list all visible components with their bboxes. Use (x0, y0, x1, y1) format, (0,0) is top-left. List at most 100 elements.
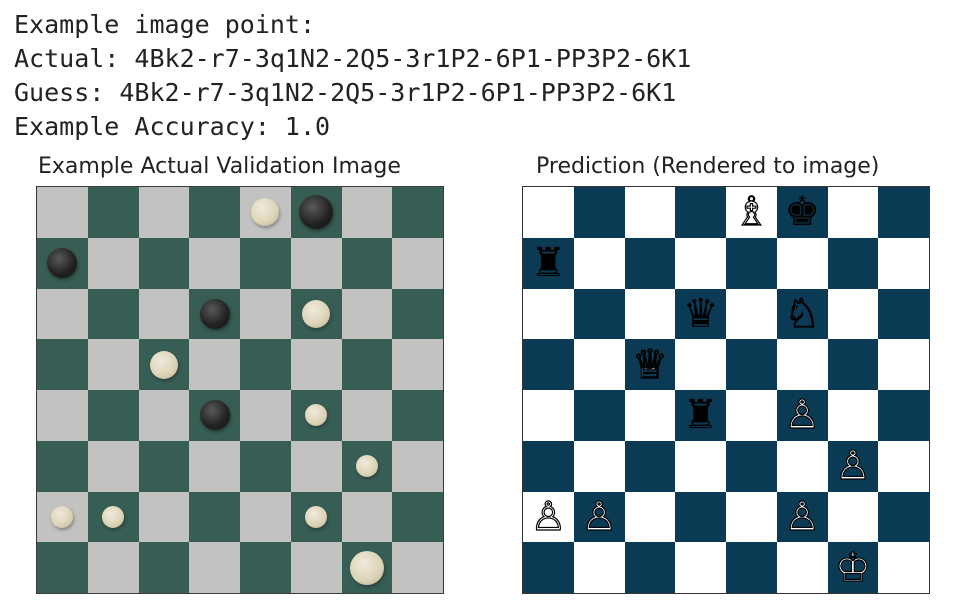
photo-white-pawn-icon (51, 505, 74, 528)
left-panel-title: Example Actual Validation Image (38, 154, 401, 179)
photo-square (189, 440, 240, 492)
prediction-square (523, 440, 574, 492)
photo-square (341, 542, 393, 593)
photo-square (87, 390, 139, 441)
photo-square (290, 390, 342, 441)
white-queen-icon: ♕ (631, 341, 668, 388)
prediction-square (878, 288, 929, 340)
photo-square (138, 237, 190, 289)
prediction-square: ♜ (523, 237, 574, 289)
prediction-square (573, 542, 625, 593)
prediction-square (573, 440, 625, 492)
prediction-square (523, 542, 574, 593)
photo-square (37, 491, 88, 543)
prediction-square (675, 542, 726, 593)
prediction-square (523, 288, 574, 340)
photo-square (240, 187, 291, 238)
prediction-square: ♔ (827, 542, 879, 593)
prediction-square (675, 187, 726, 238)
photo-square (37, 237, 88, 289)
header-line-1: Example image point: (14, 10, 316, 39)
prediction-square (878, 491, 929, 543)
photo-square (37, 187, 88, 238)
prediction-square (726, 491, 777, 543)
photo-square (189, 288, 240, 340)
photo-square (240, 339, 291, 390)
prediction-square (878, 187, 929, 238)
photo-white-queen-icon (149, 350, 178, 379)
prediction-square (675, 491, 726, 543)
prediction-square: ♘ (776, 288, 828, 340)
photo-square (341, 440, 393, 492)
photo-square (392, 491, 443, 543)
photo-white-bishop-icon (251, 198, 280, 227)
prediction-square (624, 187, 676, 238)
prediction-square (573, 339, 625, 390)
photo-square (392, 187, 443, 238)
black-king-icon: ♚ (784, 189, 821, 236)
photo-black-queen-icon (199, 298, 230, 329)
photo-square (392, 237, 443, 289)
prediction-square (827, 339, 879, 390)
prediction-square (573, 288, 625, 340)
validation-photo-board (36, 186, 444, 594)
photo-square (37, 339, 88, 390)
prediction-square (878, 440, 929, 492)
photo-square (138, 491, 190, 543)
photo-white-knight-icon (302, 299, 331, 328)
photo-square (189, 491, 240, 543)
white-pawn-icon: ♙ (581, 493, 618, 540)
photo-square (240, 288, 291, 340)
photo-white-pawn-icon (355, 455, 378, 478)
prediction-square (675, 339, 726, 390)
prediction-square (624, 288, 676, 340)
prediction-square (827, 288, 879, 340)
photo-square (87, 288, 139, 340)
black-rook-icon: ♜ (530, 240, 567, 287)
photo-square (392, 542, 443, 593)
photo-square (341, 237, 393, 289)
photo-square (392, 288, 443, 340)
photo-square (290, 339, 342, 390)
prediction-square (573, 390, 625, 441)
prediction-square (827, 187, 879, 238)
prediction-square (827, 237, 879, 289)
prediction-square (573, 187, 625, 238)
prediction-square (726, 339, 777, 390)
photo-white-pawn-icon (305, 404, 328, 427)
prediction-square: ♗ (726, 187, 777, 238)
photo-square (87, 440, 139, 492)
header-line-guess: Guess: 4Bk2-r7-3q1N2-2Q5-3r1P2-6P1-PP3P2… (14, 78, 677, 107)
prediction-square (523, 187, 574, 238)
white-bishop-icon: ♗ (733, 189, 770, 236)
prediction-square (878, 237, 929, 289)
photo-square (138, 440, 190, 492)
photo-square (290, 491, 342, 543)
photo-square (392, 440, 443, 492)
white-pawn-icon: ♙ (530, 493, 567, 540)
white-knight-icon: ♘ (784, 290, 821, 337)
photo-square (290, 187, 342, 238)
photo-square (240, 491, 291, 543)
photo-square (189, 339, 240, 390)
prediction-square: ♙ (573, 491, 625, 543)
black-queen-icon: ♛ (682, 290, 719, 337)
photo-square (240, 542, 291, 593)
photo-square (37, 440, 88, 492)
prediction-rendered-board: ♗♚♜♛♘♕♜♙♙♙♙♙♔ (522, 186, 930, 594)
photo-white-pawn-icon (305, 505, 328, 528)
white-pawn-icon: ♙ (784, 392, 821, 439)
photo-square (392, 390, 443, 441)
prediction-square (624, 491, 676, 543)
photo-square (189, 187, 240, 238)
prediction-square (776, 440, 828, 492)
prediction-square (624, 390, 676, 441)
prediction-square: ♛ (675, 288, 726, 340)
photo-square (341, 390, 393, 441)
prediction-square (726, 542, 777, 593)
prediction-square (776, 542, 828, 593)
prediction-square: ♙ (827, 440, 879, 492)
photo-square (392, 339, 443, 390)
prediction-square (573, 237, 625, 289)
prediction-square (878, 542, 929, 593)
